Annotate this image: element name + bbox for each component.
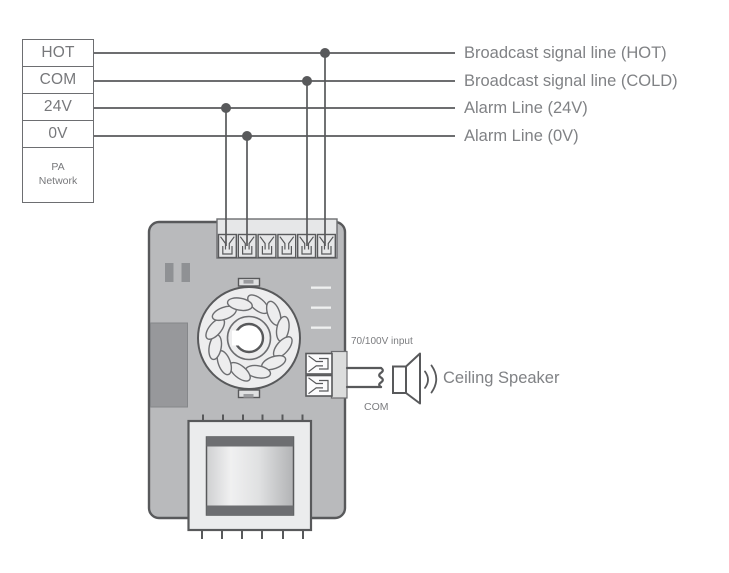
wire-label-alarm-24v: Alarm Line (24V) bbox=[464, 99, 588, 117]
junction-dot bbox=[320, 48, 330, 58]
transformer-core bbox=[205, 436, 295, 516]
dial-bottom-tab bbox=[237, 389, 261, 399]
dial-hub-notch bbox=[232, 330, 240, 346]
junction-dot bbox=[302, 76, 312, 86]
pa-terminal-hot: HOT bbox=[23, 40, 93, 67]
indicator-bars bbox=[165, 263, 190, 282]
wire-label-broadcast-cold: Broadcast signal line (COLD) bbox=[464, 72, 678, 90]
core-band-bottom bbox=[206, 505, 294, 515]
terminal-block bbox=[216, 218, 338, 259]
pa-terminal-com: COM bbox=[23, 67, 93, 94]
side-module-patch bbox=[150, 322, 188, 408]
transformer bbox=[187, 414, 313, 539]
pa-network-label: PA Network bbox=[38, 161, 78, 187]
junction-dots bbox=[221, 48, 330, 141]
sound-wave-outer bbox=[430, 364, 438, 394]
pa-terminal-0v: 0V bbox=[23, 121, 93, 148]
junction-dot bbox=[221, 103, 231, 113]
speaker-icon bbox=[392, 352, 438, 405]
dial-inner-ring bbox=[226, 315, 272, 361]
speaker-terminal-input bbox=[305, 352, 333, 375]
wire-drops bbox=[225, 53, 326, 246]
core-band-top bbox=[206, 437, 294, 447]
level-dashes bbox=[311, 286, 331, 329]
speaker-com-label: COM bbox=[364, 401, 389, 413]
cable-crimp-end bbox=[378, 366, 384, 389]
terminal-6 bbox=[316, 233, 336, 259]
pa-network-box: HOT COM 24V 0V PA Network bbox=[22, 39, 94, 203]
signal-wires bbox=[94, 52, 455, 137]
speaker-output-connector bbox=[305, 350, 348, 399]
rotary-dial bbox=[197, 277, 301, 399]
terminal-1 bbox=[217, 233, 237, 259]
sound-wave-inner bbox=[424, 370, 429, 389]
dial-petals bbox=[205, 294, 293, 382]
speaker-terminal-com bbox=[305, 374, 333, 397]
speaker-input-label: 70/100V input bbox=[351, 336, 413, 347]
speaker-cable bbox=[345, 366, 384, 389]
pa-terminal-24v: 24V bbox=[23, 94, 93, 121]
junction-dot bbox=[242, 131, 252, 141]
terminal-4 bbox=[277, 233, 297, 259]
wire-label-broadcast-hot: Broadcast signal line (HOT) bbox=[464, 44, 667, 62]
dial-top-tab bbox=[237, 277, 261, 287]
transformer-pins-bottom bbox=[201, 530, 304, 539]
ceiling-speaker-label: Ceiling Speaker bbox=[443, 369, 560, 387]
wire-label-alarm-0v: Alarm Line (0V) bbox=[464, 127, 579, 145]
terminal-3 bbox=[257, 233, 277, 259]
